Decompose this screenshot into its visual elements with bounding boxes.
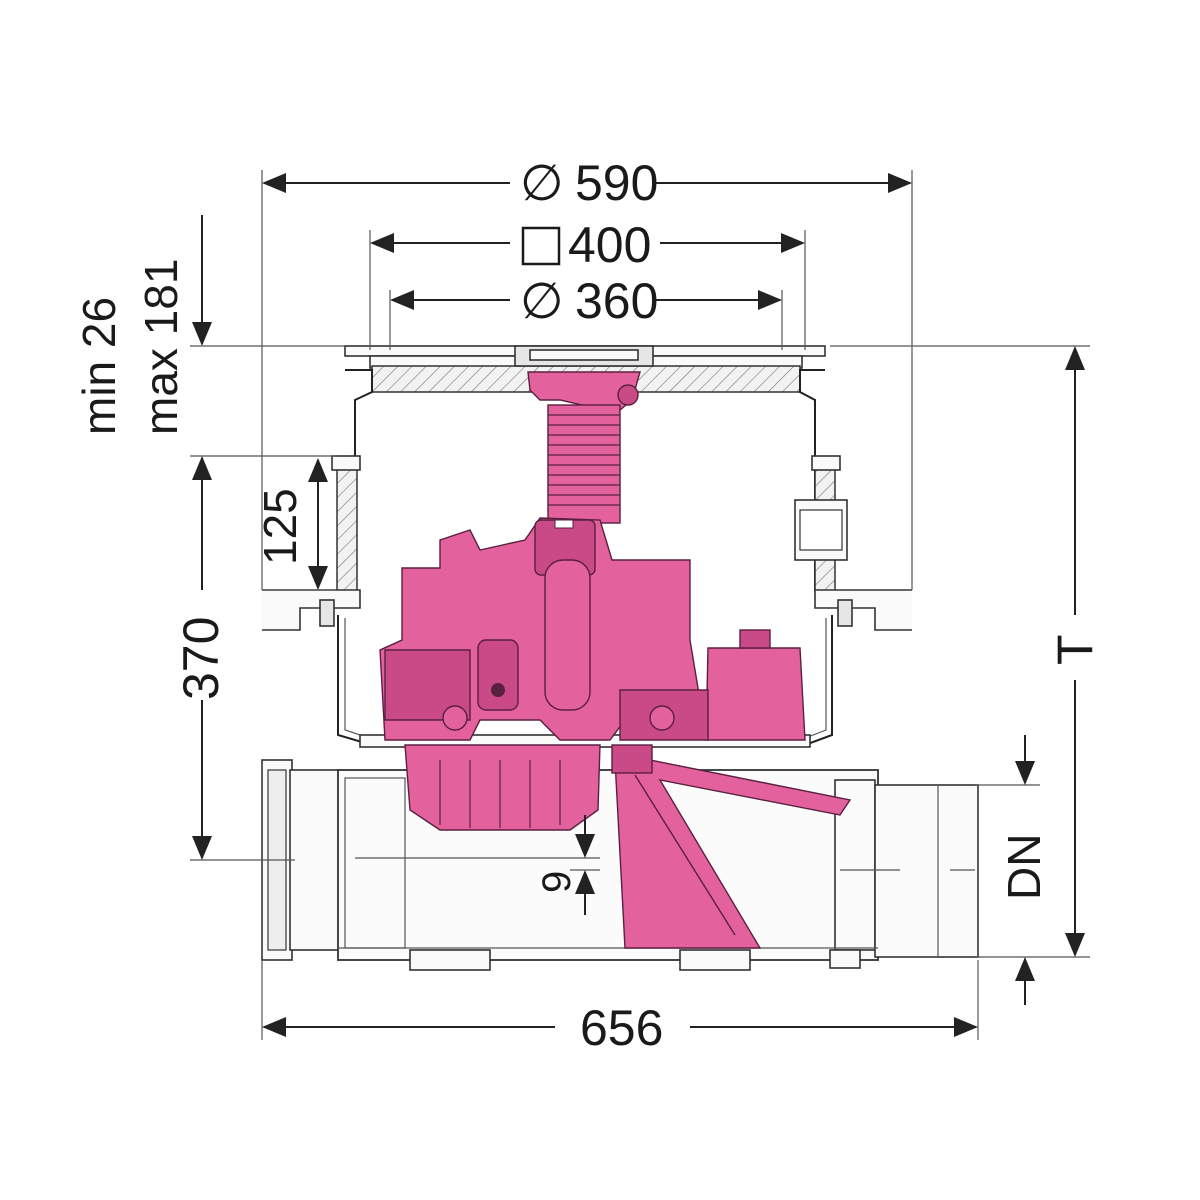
diameter-360-symbol: ∅	[520, 273, 564, 329]
square-icon	[521, 226, 561, 266]
pipe-dn-label: DN	[998, 834, 1050, 900]
length-656-label: 656	[580, 1000, 663, 1056]
depth-label: T	[1047, 634, 1103, 665]
adjust-max-label: max 181	[135, 259, 187, 435]
diameter-590-value: 590	[575, 155, 658, 211]
square-400-value: 400	[568, 217, 651, 273]
inner-assembly	[379, 371, 852, 949]
diameter-360-value: 360	[575, 273, 658, 329]
offset-label: 9	[535, 871, 579, 893]
body-height-label: 370	[173, 617, 229, 700]
adjust-min-label: min 26	[73, 297, 125, 435]
collar-height-label: 125	[254, 488, 306, 565]
dimension-lines	[192, 173, 1085, 1037]
dimension-labels: ∅ 590 400 ∅ 360 min 26 max 181 125 370 T…	[73, 155, 1103, 1056]
diameter-590-symbol: ∅	[520, 155, 564, 211]
upper-collar	[262, 455, 912, 631]
